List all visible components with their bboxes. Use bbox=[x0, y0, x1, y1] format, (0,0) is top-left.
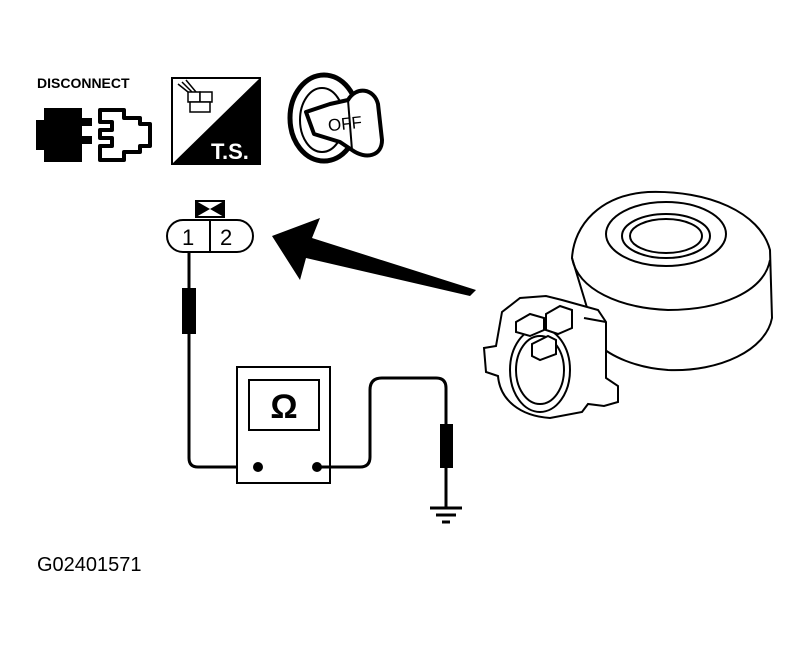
probe-lead-left bbox=[182, 252, 258, 469]
ts-label: T.S. bbox=[211, 139, 249, 164]
meter-terminal-left bbox=[253, 462, 263, 472]
key-off-label: OFF bbox=[327, 113, 363, 135]
ohm-symbol: Ω bbox=[270, 388, 297, 426]
disconnect-label: DISCONNECT bbox=[37, 75, 130, 91]
pin-2-label: 2 bbox=[220, 225, 232, 250]
direction-arrow bbox=[272, 218, 476, 296]
figure-id: G02401571 bbox=[37, 554, 142, 576]
harness-connector: 1 2 bbox=[166, 200, 254, 253]
ohmmeter: Ω bbox=[236, 366, 331, 484]
ground-symbol-icon bbox=[430, 506, 462, 524]
troubleshooting-icon: T.S. bbox=[171, 77, 261, 165]
ignition-key-off-icon: OFF bbox=[287, 72, 384, 164]
disconnect-icon: DISCONNECT bbox=[36, 75, 152, 162]
knock-sensor-illustration bbox=[482, 190, 774, 420]
probe-lead-right bbox=[317, 376, 453, 508]
pin-1-label: 1 bbox=[182, 225, 194, 250]
